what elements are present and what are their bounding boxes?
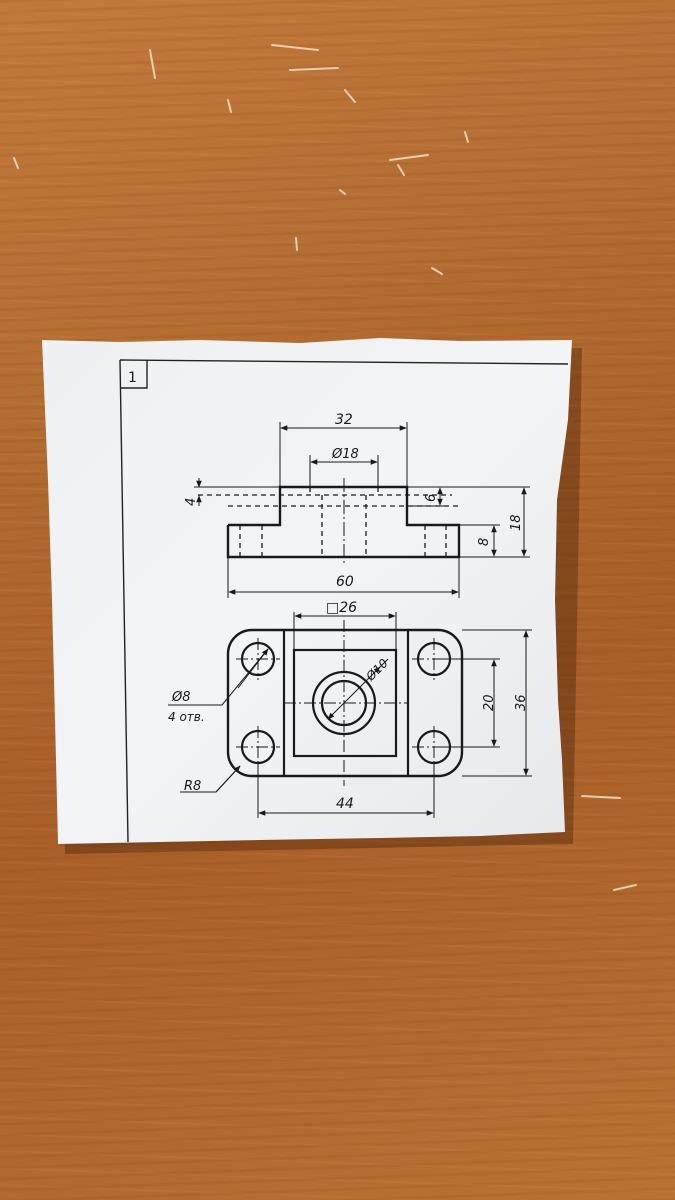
dim-step-depth: 4 [184, 498, 199, 506]
dim-corner-holes-count: 4 отв. [168, 710, 205, 724]
cell-number: 1 [128, 370, 137, 386]
dim-hole-spacing-y: 20 [482, 694, 497, 711]
dim-boss-height: 6 [424, 494, 439, 502]
dim-square-size: □26 [326, 600, 357, 616]
dim-bore-diameter: Ø18 [331, 447, 359, 462]
dim-top-width: 32 [335, 412, 353, 428]
front-view-dimensions [194, 422, 530, 598]
dim-hole-spacing-x: 44 [336, 796, 354, 812]
drawing-frame [119, 359, 569, 843]
top-view-dimensions [168, 612, 532, 818]
dim-corner-radius: R8 [184, 779, 201, 794]
dim-total-height: 18 [509, 514, 524, 531]
dim-total-length: 60 [336, 574, 354, 590]
dim-base-height: 8 [477, 538, 492, 546]
dim-total-width: 36 [514, 694, 529, 711]
wood-shavings [13, 44, 637, 891]
dim-corner-holes-diameter: Ø8 [171, 690, 191, 705]
